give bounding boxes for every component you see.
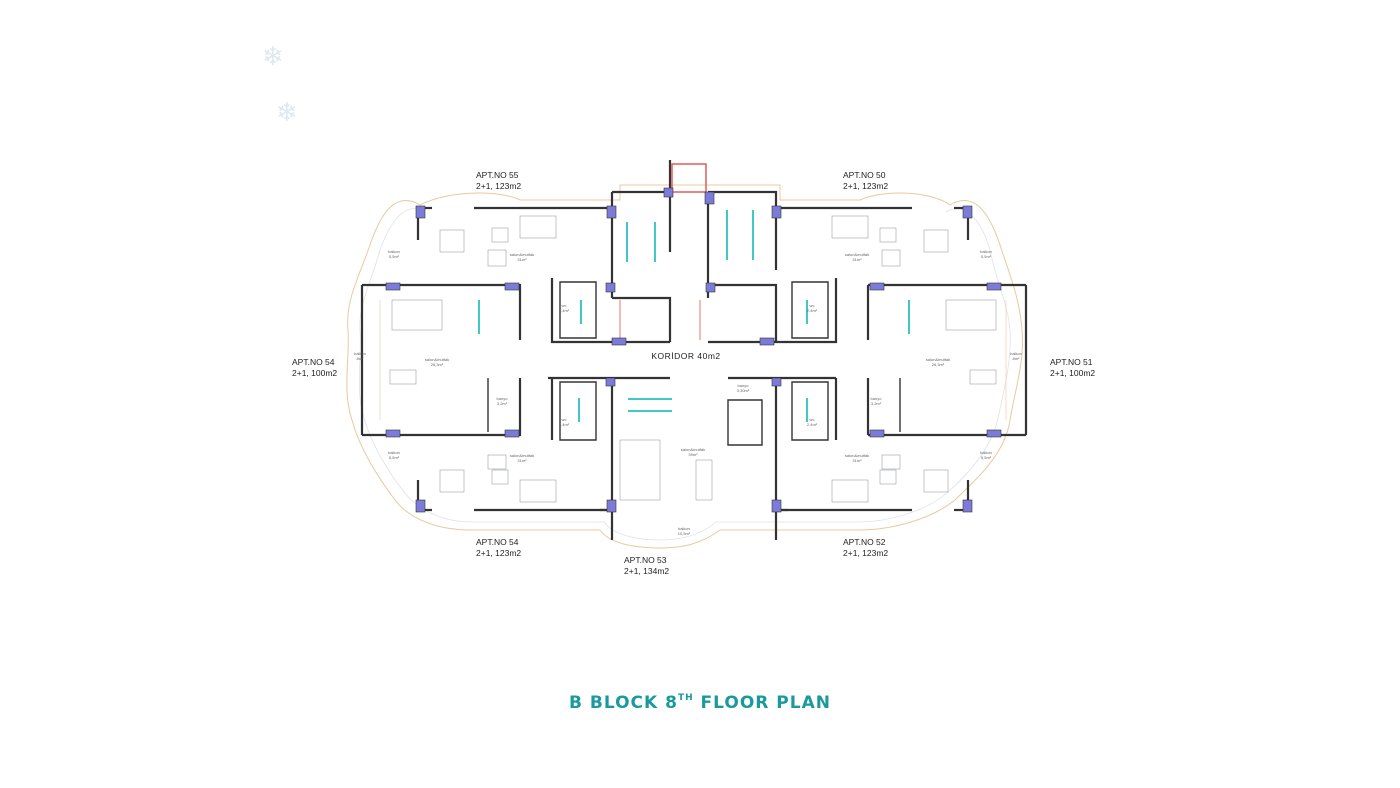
snowflake-icon: ❄ [276, 98, 298, 128]
balcony-outline-inner [358, 208, 1011, 541]
stair-frame [671, 163, 707, 193]
windows [385, 187, 1002, 513]
balcony-outline [346, 184, 1024, 549]
fixtures [478, 210, 910, 422]
floor-plan-title: B BLOCK 8TH FLOOR PLAN [569, 693, 831, 713]
balcony-rails [379, 300, 1007, 420]
walls [360, 160, 1028, 540]
corridor-label: KORİDOR 40m2 [651, 351, 721, 361]
furniture [389, 215, 997, 503]
snowflake-icon: ❄ [262, 42, 284, 72]
